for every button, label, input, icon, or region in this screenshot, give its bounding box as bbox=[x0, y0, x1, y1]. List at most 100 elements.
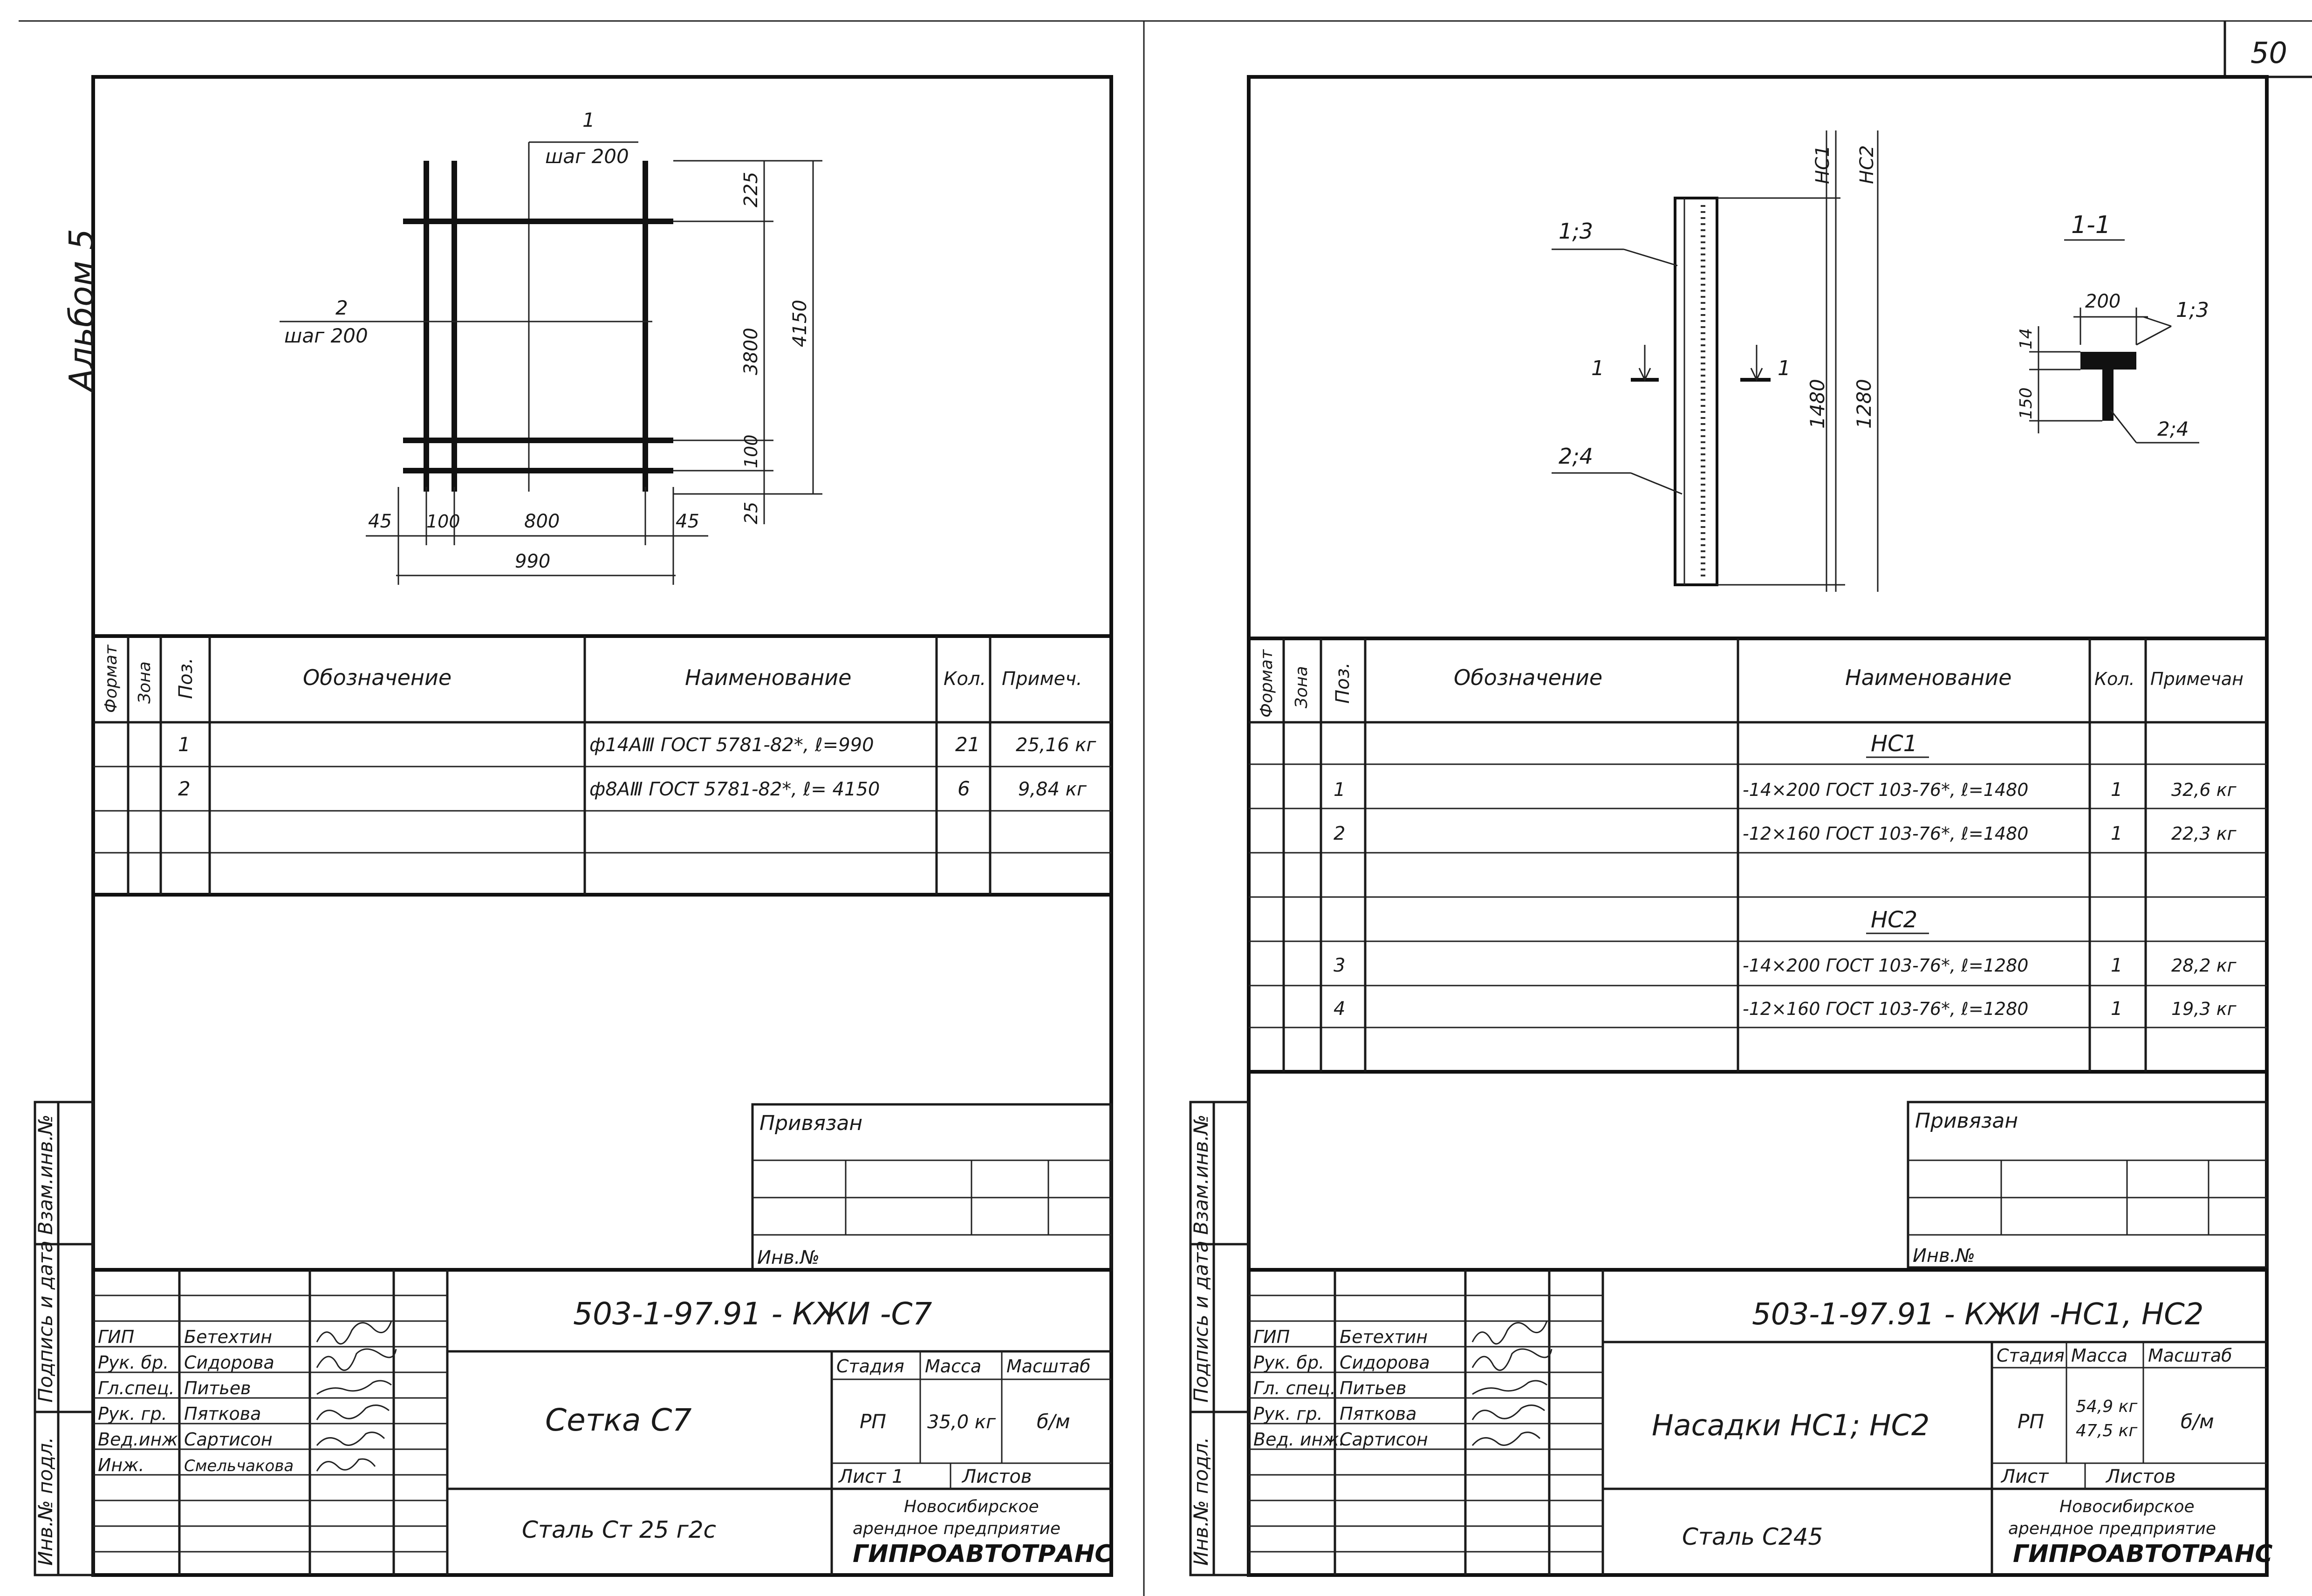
spec-row-1-note: 25,16 кг bbox=[1016, 734, 1096, 756]
spec-header-designation: Обозначение bbox=[303, 665, 451, 690]
page-number: 50 bbox=[2250, 36, 2287, 70]
name-4: Пяткова bbox=[184, 1404, 261, 1424]
dim-990: 990 bbox=[515, 551, 550, 572]
right-privyazan-block: Привязан Инв.№ bbox=[1907, 1101, 2268, 1269]
privyazan-label-r: Привязан bbox=[1915, 1109, 2018, 1133]
label-1-3: 1;3 bbox=[1559, 219, 1593, 244]
spec-group-nc2: НС2 bbox=[1871, 907, 1917, 933]
role-3: Гл.спец. bbox=[98, 1378, 175, 1398]
spec-r-row-1-note: 32,6 кг bbox=[2171, 780, 2237, 800]
sheets-label-r: Листов bbox=[2105, 1466, 2175, 1487]
spec-r-row-3-qty: 1 bbox=[2111, 955, 2122, 976]
mass-value: 35,0 кг bbox=[927, 1411, 996, 1433]
role-4: Рук. гр. bbox=[98, 1404, 167, 1424]
name-5: Сартисон bbox=[184, 1429, 273, 1450]
section-title: 1-1 bbox=[2071, 211, 2111, 239]
name-r-4: Пяткова bbox=[1340, 1404, 1416, 1424]
spec-row-1-name: ф14АⅢ ГОСТ 5781-82*, ℓ=990 bbox=[589, 734, 874, 756]
spec-r-row-1-qty: 1 bbox=[2111, 779, 2122, 801]
spec-r-row-2-pos: 2 bbox=[1334, 823, 1345, 844]
dim-14: 14 bbox=[2017, 328, 2036, 349]
spec-row-1-pos: 1 bbox=[178, 733, 191, 756]
org-line-1-r: Новосибирское bbox=[2059, 1497, 2195, 1516]
drawing-title: Сетка С7 bbox=[545, 1402, 692, 1438]
spec-r-row-1-pos: 1 bbox=[1334, 779, 1345, 801]
spec-row-2-qty: 6 bbox=[958, 777, 970, 800]
section-label-1-3: 1;3 bbox=[2176, 298, 2209, 322]
spec-header-zone-r: Зона bbox=[1292, 666, 1311, 708]
dim-3800: 3800 bbox=[740, 328, 762, 375]
spec-r-row-4-qty: 1 bbox=[2111, 998, 2122, 1020]
mesh-c7-drawing: 1 шаг 200 2 шаг 200 225 3800 4150 100 25 bbox=[280, 109, 822, 585]
role-1: ГИП bbox=[98, 1327, 134, 1347]
spec-r-row-4-name: -12×160 ГОСТ 103-76*, ℓ=1280 bbox=[1743, 999, 2028, 1019]
signatures-r bbox=[1471, 1321, 1553, 1446]
dim-225: 225 bbox=[740, 172, 762, 207]
scale-label: Масштаб bbox=[1006, 1356, 1091, 1377]
inv-no-label: Инв.№ bbox=[757, 1247, 820, 1268]
dim-800: 800 bbox=[524, 511, 560, 532]
spec-group-nc1: НС1 bbox=[1871, 731, 1917, 757]
mass-label: Масса bbox=[925, 1356, 981, 1377]
dim-150: 150 bbox=[2017, 387, 2036, 419]
dim-4150: 4150 bbox=[789, 300, 811, 347]
name-r-2: Сидорова bbox=[1340, 1352, 1430, 1373]
spec-header-qty: Кол. bbox=[944, 668, 986, 690]
spec-header-name: Наименование bbox=[685, 665, 851, 690]
dim-45-right: 45 bbox=[676, 511, 699, 532]
drawing-code-r: 503-1-97.91 - КЖИ -НС1, НС2 bbox=[1752, 1297, 2204, 1332]
name-3: Питьев bbox=[184, 1378, 251, 1398]
scale-value: б/м bbox=[1037, 1410, 1070, 1433]
name-2: Сидорова bbox=[184, 1352, 274, 1373]
sheets-label: Листов bbox=[961, 1466, 1032, 1487]
label-2-4: 2;4 bbox=[1559, 444, 1593, 469]
stage-label-r: Стадия bbox=[1997, 1345, 2065, 1366]
role-r-1: ГИП bbox=[1253, 1327, 1290, 1347]
spec-r-row-4-note: 19,3 кг bbox=[2171, 999, 2237, 1019]
mass-value-r-1: 54,9 кг bbox=[2076, 1397, 2138, 1416]
pos1-step: шаг 200 bbox=[545, 145, 629, 168]
left-privyazan-block: Привязан Инв.№ bbox=[751, 1103, 1113, 1271]
cut-label-left: 1 bbox=[1591, 356, 1604, 380]
name-6: Смельчакова bbox=[184, 1457, 294, 1475]
spec-r-row-3-pos: 3 bbox=[1334, 955, 1345, 976]
drawing-title-r: Насадки НС1; НС2 bbox=[1652, 1408, 1929, 1442]
spec-r-row-3-name: -14×200 ГОСТ 103-76*, ℓ=1280 bbox=[1743, 955, 2028, 976]
dim-100-horizontal: 100 bbox=[426, 511, 460, 532]
spec-r-row-3-note: 28,2 кг bbox=[2171, 955, 2237, 976]
right-spec-table: Формат Зона Поз. Обозначение Наименовани… bbox=[1249, 637, 2267, 1074]
name-r-3: Питьев bbox=[1340, 1378, 1407, 1398]
nc1-label: НС1 bbox=[1812, 145, 1833, 184]
dim-100-vertical: 100 bbox=[741, 434, 761, 468]
spec-row-2-note: 9,84 кг bbox=[1018, 779, 1087, 800]
privyazan-label: Привязан bbox=[759, 1111, 862, 1135]
dim-200: 200 bbox=[2085, 291, 2120, 312]
right-title-block: ГИП Рук. бр. Гл. спец. Рук. гр. Вед. инж… bbox=[1249, 1268, 2273, 1575]
scale-label-r: Масштаб bbox=[2148, 1345, 2232, 1366]
org-line-2-r: арендное предприятие bbox=[2008, 1519, 2216, 1538]
pos2-step: шаг 200 bbox=[284, 324, 368, 347]
pos1-label: 1 bbox=[582, 109, 595, 131]
role-r-3: Гл. спец. bbox=[1253, 1378, 1336, 1398]
spec-header-format: Формат bbox=[102, 644, 121, 713]
stage-value-r: РП bbox=[2018, 1410, 2044, 1433]
side-label-podpis-r: Подпись и дата bbox=[1190, 1240, 1212, 1403]
stage-label: Стадия bbox=[836, 1356, 904, 1377]
spec-header-pos: Поз. bbox=[175, 658, 197, 699]
org-line-1: Новосибирское bbox=[904, 1497, 1039, 1516]
right-frame bbox=[1247, 75, 2269, 1577]
mass-label-r: Масса bbox=[2071, 1345, 2127, 1366]
role-5: Вед.инж bbox=[98, 1429, 178, 1450]
spec-r-row-2-name: -12×160 ГОСТ 103-76*, ℓ=1480 bbox=[1743, 823, 2028, 844]
left-sheet: Альбом 5 Взам.инв.№ Подпись и дата Инв.№… bbox=[34, 75, 1113, 1577]
side-label-inv-podl-r: Инв.№ подл. bbox=[1190, 1437, 1212, 1566]
left-title-block: ГИП Рук. бр. Гл.спец. Рук. гр. Вед.инж И… bbox=[93, 1268, 1113, 1575]
dim-25: 25 bbox=[741, 502, 761, 524]
spec-header-qty-r: Кол. bbox=[2094, 669, 2135, 689]
spec-r-row-2-qty: 1 bbox=[2111, 823, 2122, 844]
material: Сталь Ст 25 г2с bbox=[522, 1516, 716, 1543]
spec-header-designation-r: Обозначение bbox=[1454, 665, 1602, 690]
side-label-podpis: Подпись и дата bbox=[34, 1240, 57, 1403]
nc-element-drawing: НС1 НС2 1480 1280 1;3 2;4 1 1 1-1 bbox=[1552, 130, 2209, 592]
spec-r-row-1-name: -14×200 ГОСТ 103-76*, ℓ=1480 bbox=[1743, 780, 2028, 800]
